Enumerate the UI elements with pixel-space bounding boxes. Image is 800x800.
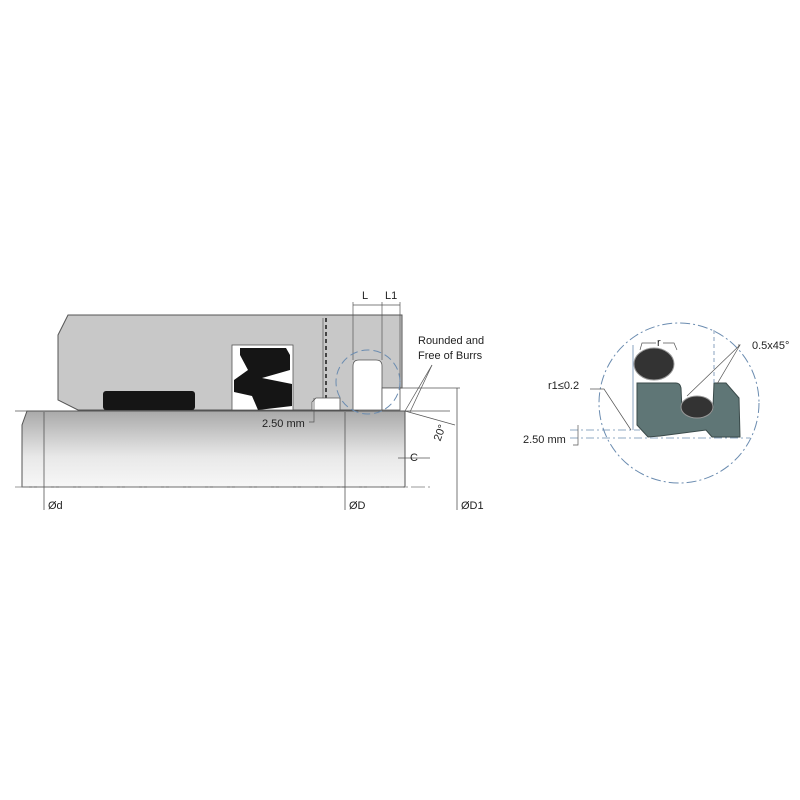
label-step: 2.50 mm: [262, 418, 305, 430]
label-c: C: [410, 452, 418, 464]
r-dimension: [639, 342, 678, 351]
label-l: L: [362, 290, 368, 302]
main-view: L L1 Rounded and Free of Burrs 2.50 mm C…: [15, 290, 484, 512]
bore-slot: [352, 359, 383, 411]
label-free-of-burrs: Free of Burrs: [418, 350, 483, 362]
r1-leader: [590, 388, 632, 431]
entry-step: [381, 387, 401, 411]
label-detail-step: 2.50 mm: [523, 434, 566, 446]
detail-view: r 0.5x45° r1≤0.2 2.50 mm: [523, 322, 789, 484]
chamfer-line: [404, 410, 456, 426]
label-bore-diameter: ØD: [349, 500, 366, 512]
label-radius: r: [657, 337, 661, 349]
label-chamfer: 0.5x45°: [752, 340, 789, 352]
label-l1: L1: [385, 290, 397, 302]
detail-circle: [598, 322, 760, 484]
shaft: [21, 410, 406, 488]
detail-o-ring-bottom: [680, 395, 714, 419]
detail-marker-circle: [335, 349, 401, 415]
leader-1: [404, 364, 433, 412]
leader-2: [409, 364, 433, 413]
chamfer-leader: [686, 344, 741, 397]
step-dimension: [309, 398, 315, 423]
detail-o-ring-top: [633, 347, 675, 381]
label-shaft-diameter: Ød: [48, 500, 63, 512]
label-radius1: r1≤0.2: [548, 380, 579, 392]
label-angle: 20°: [432, 423, 449, 443]
wiper-seal: [103, 391, 195, 410]
label-entry-diameter: ØD1: [461, 500, 484, 512]
u-cup-seal: [234, 348, 292, 410]
detail-step-dimension: [573, 425, 579, 446]
step-notch: [311, 397, 341, 411]
label-rounded: Rounded and: [418, 335, 484, 347]
